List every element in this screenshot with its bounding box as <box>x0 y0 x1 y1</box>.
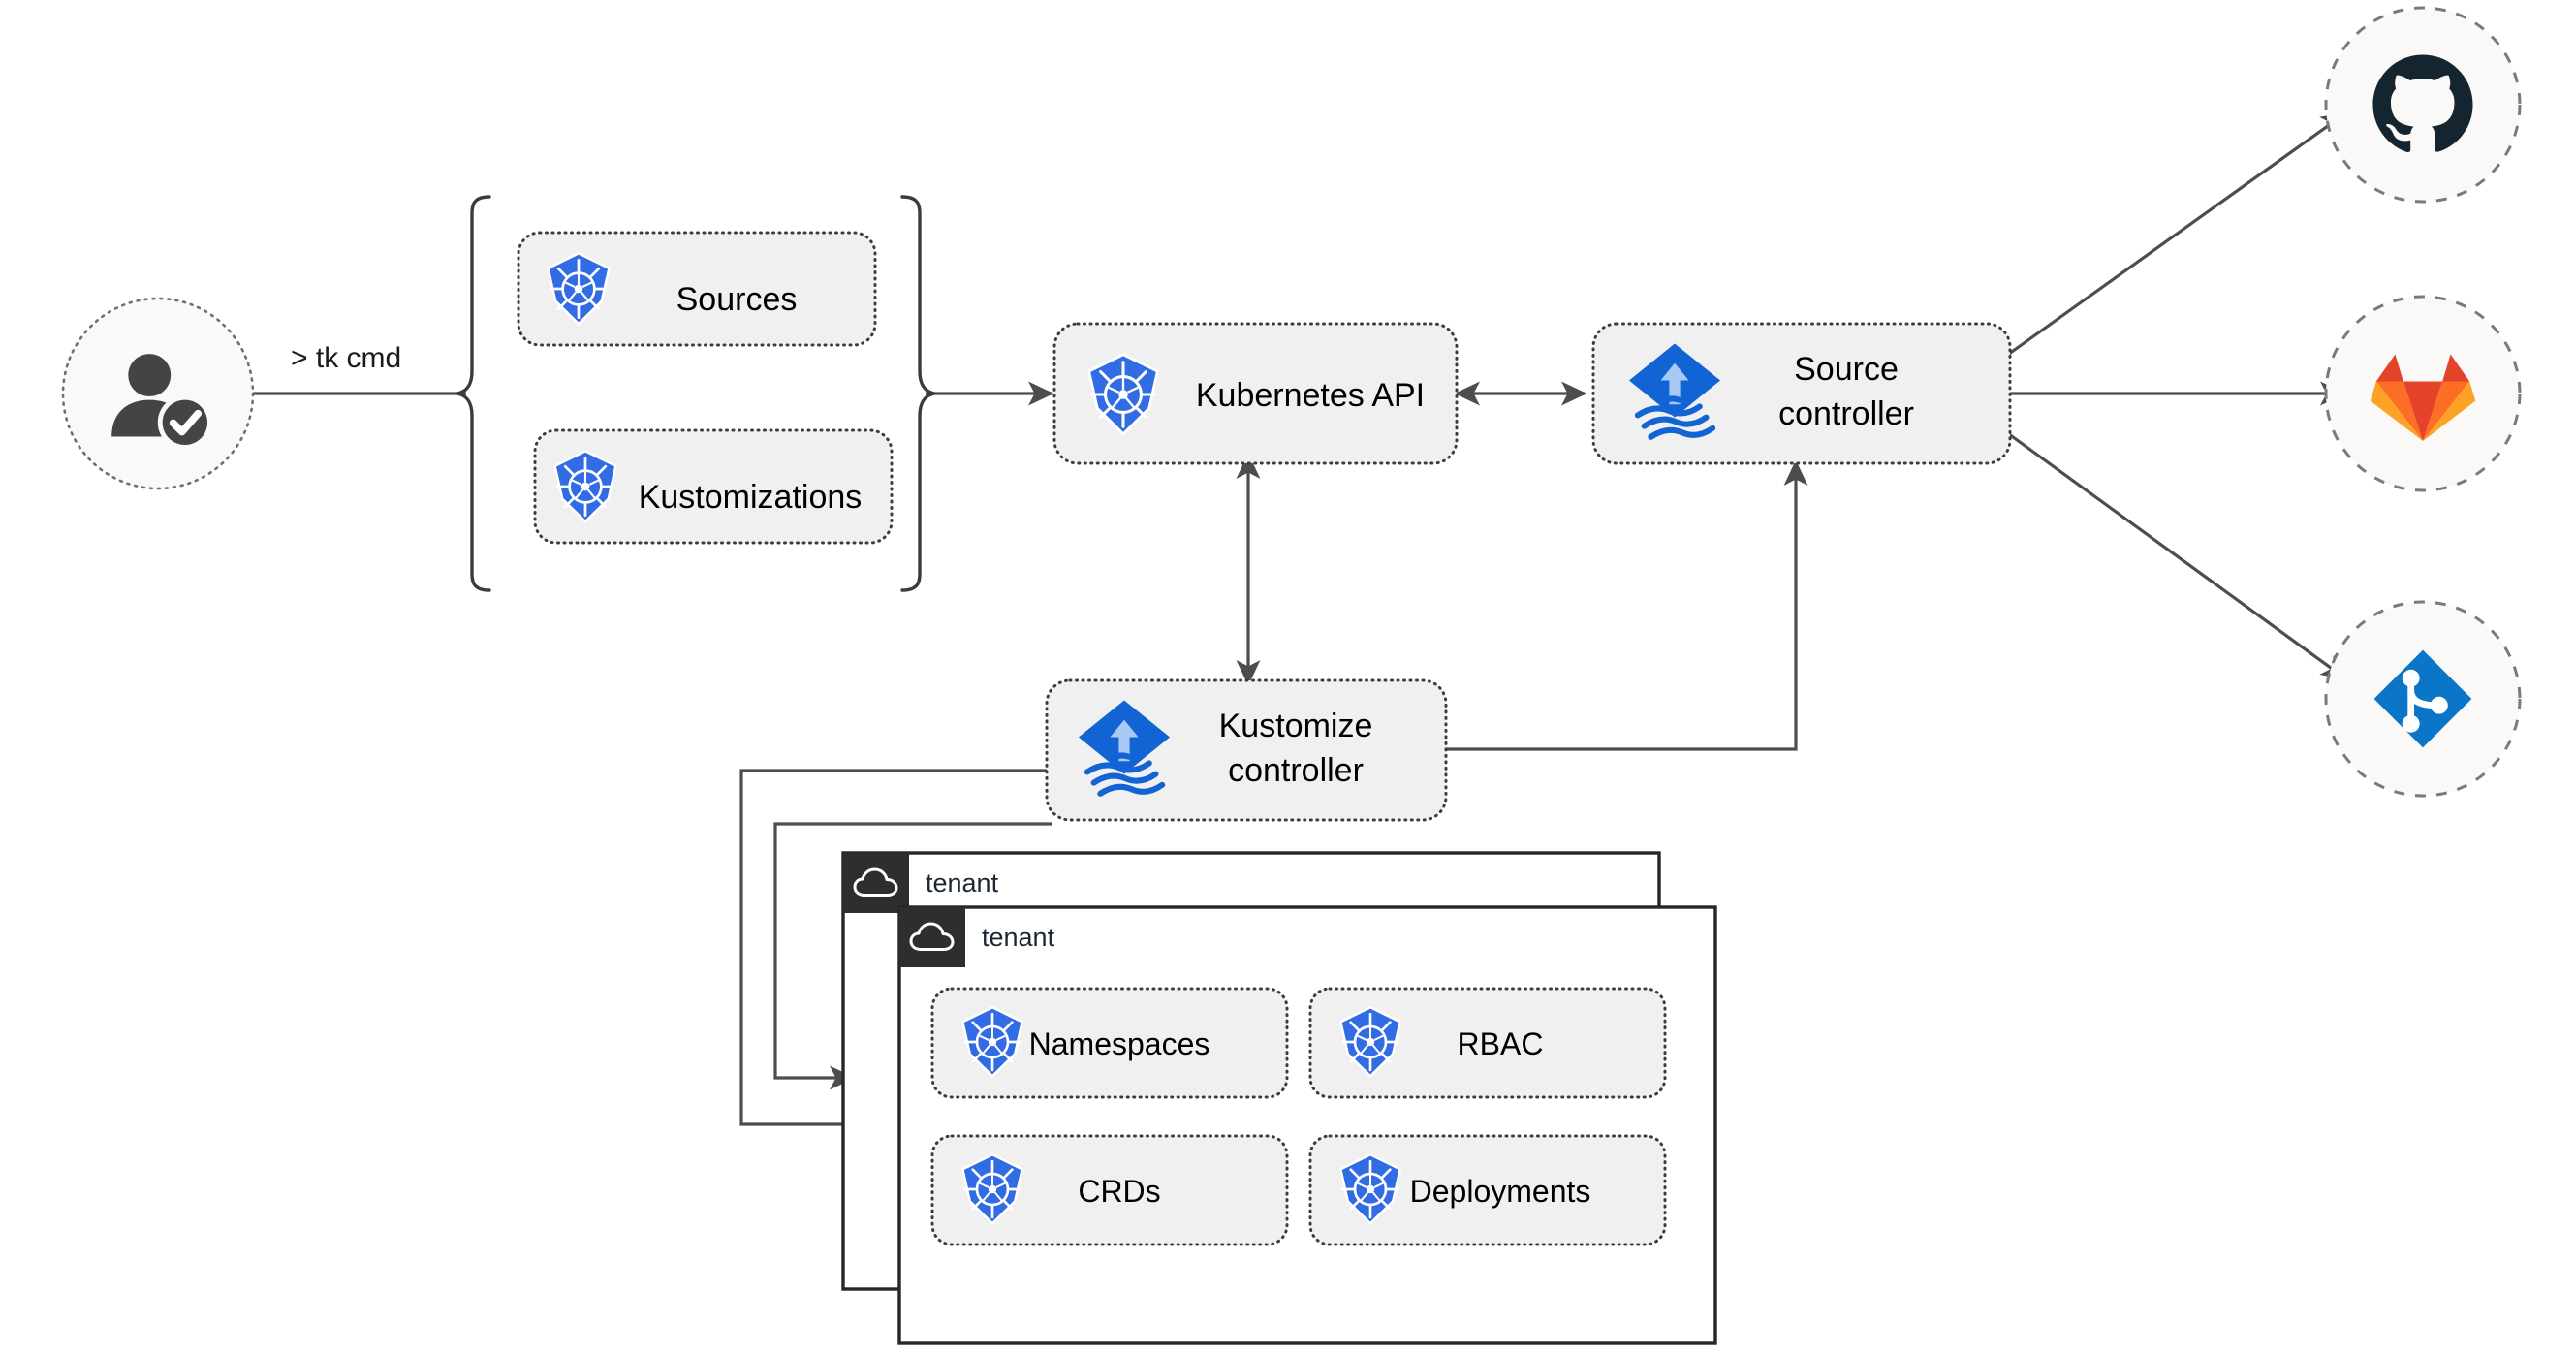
deployments-label: Deployments <box>1410 1174 1591 1209</box>
labels: > tk cmd Sources Kustomizations Kubernet… <box>291 281 1914 1209</box>
rbac-label: RBAC <box>1458 1026 1544 1061</box>
source-controller-node[interactable] <box>1591 322 2012 465</box>
git-provider-gitlab[interactable] <box>2324 295 2522 492</box>
namespaces-label: Namespaces <box>1029 1026 1210 1061</box>
brace-right <box>900 195 935 592</box>
edge-kustomize-to-tenant-2 <box>773 822 1052 1090</box>
source-controller-label-line2: controller <box>1778 395 1914 432</box>
kustomize-controller-node[interactable] <box>1045 678 1448 822</box>
edge-kustomize-to-tenant-1 <box>739 769 1052 1137</box>
kustomize-controller-box[interactable] <box>1045 678 1448 822</box>
actor-node[interactable] <box>61 297 255 490</box>
tenant-resource-deployments[interactable] <box>1308 1134 1667 1246</box>
resource-kustomizations-node[interactable] <box>533 428 894 545</box>
tenant-resource-crds[interactable] <box>930 1134 1289 1246</box>
kustomizations-box[interactable] <box>533 428 894 545</box>
tenant-resource-namespaces[interactable] <box>930 987 1289 1099</box>
git-provider-azure-repos[interactable] <box>2324 600 2522 798</box>
kubernetes-api-box[interactable] <box>1052 322 1459 465</box>
tenant-resource-rbac[interactable] <box>1308 987 1667 1099</box>
crds-label: CRDs <box>1078 1174 1160 1209</box>
github-circle[interactable] <box>2324 6 2522 204</box>
git-provider-github[interactable] <box>2324 6 2522 204</box>
resource-sources-node[interactable] <box>517 231 877 347</box>
command-label: > tk cmd <box>291 342 401 374</box>
rbac-box[interactable] <box>1308 987 1667 1099</box>
kustomize-controller-label-line1: Kustomize <box>1219 708 1373 744</box>
edge-source-to-azure <box>2008 432 2347 680</box>
sources-label: Sources <box>676 281 798 318</box>
edge-source-to-github <box>2008 111 2347 356</box>
brace-left <box>456 195 491 592</box>
tenant-card-back-tab <box>843 853 909 913</box>
edges <box>158 111 2347 1137</box>
tenant-card-front[interactable] <box>897 905 1717 1345</box>
tenant-label-front: tenant <box>982 923 1055 952</box>
source-controller-label-line1: Source <box>1794 351 1899 388</box>
sources-box[interactable] <box>517 231 877 347</box>
namespaces-box[interactable] <box>930 987 1289 1099</box>
resource-brace-group <box>456 195 935 592</box>
crds-box[interactable] <box>930 1134 1289 1246</box>
kustomizations-label: Kustomizations <box>639 479 863 516</box>
edge-kustomize-to-source <box>1446 459 1808 751</box>
tenant-label-back: tenant <box>926 868 999 898</box>
kubernetes-api-label: Kubernetes API <box>1196 377 1425 414</box>
kubernetes-api-node[interactable] <box>1052 322 1459 465</box>
deployments-box[interactable] <box>1308 1134 1667 1246</box>
tenant-card-front-body[interactable] <box>897 905 1717 1345</box>
tenant-card-front-tab <box>899 907 965 967</box>
source-controller-box[interactable] <box>1591 322 2012 465</box>
kustomize-controller-label-line2: controller <box>1228 752 1364 789</box>
